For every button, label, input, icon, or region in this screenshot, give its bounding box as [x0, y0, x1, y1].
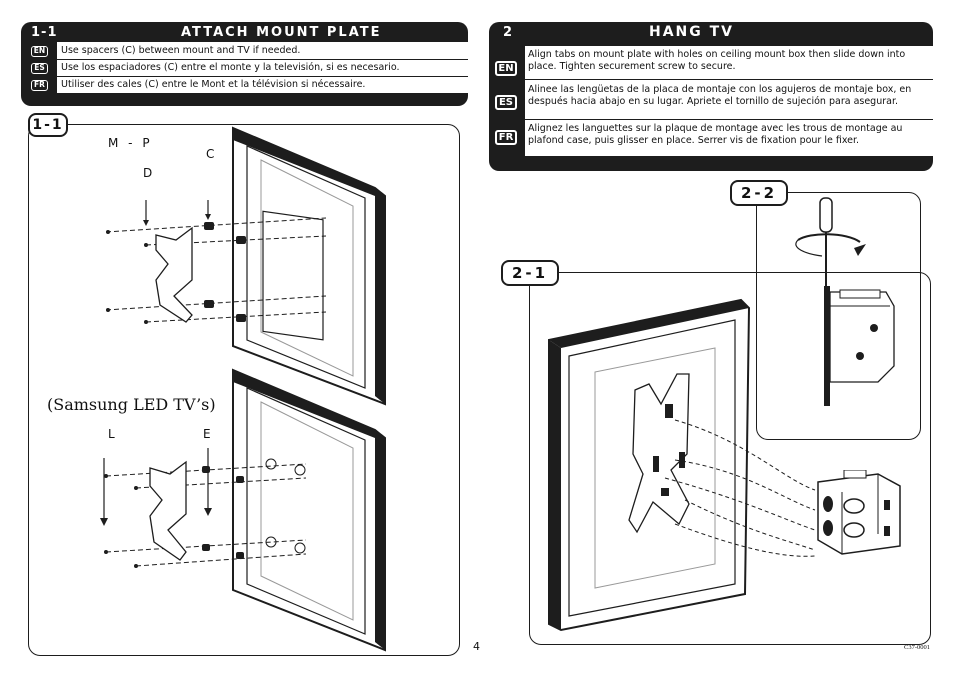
- figure-2-1-frame: [529, 272, 931, 645]
- lang-badge-en: EN: [31, 46, 48, 57]
- alignment-guide-lines: [664, 419, 816, 557]
- tv-back-illustration-top: [232, 126, 386, 406]
- label-d: D: [143, 166, 153, 180]
- ceiling-mount-box: [817, 470, 901, 555]
- lang-badge-fr: FR: [31, 80, 48, 91]
- page-number: 4: [473, 640, 480, 653]
- samsung-caption: (Samsung LED TV’s): [47, 395, 216, 414]
- instruction-text-es-2: Alinee las lengüetas de la placa de mont…: [528, 84, 912, 107]
- section-1-number: 1-1: [31, 25, 58, 40]
- figure-2-2-tag: 2-2: [730, 180, 788, 206]
- instruction-text-en-2: Align tabs on mount plate with holes on …: [528, 49, 906, 72]
- tv-hanging-illustration: [548, 298, 751, 632]
- section-1-title: ATTACH MOUNT PLATE: [181, 25, 382, 40]
- lang-badge-fr-2: FR: [495, 130, 517, 145]
- lang-badge-en-2: EN: [495, 61, 517, 76]
- lang-badge-es-2: ES: [495, 95, 517, 110]
- instruction-text-en: Use spacers (C) between mount and TV if …: [61, 45, 301, 56]
- tv-back-illustration-bottom: [232, 368, 386, 652]
- section-2-header: 2 HANG TV: [489, 22, 933, 44]
- screwdriver-detail: [795, 197, 895, 406]
- instruction-row-en-2: Align tabs on mount plate with holes on …: [525, 46, 933, 80]
- mount-plate-hardware-top: [105, 200, 327, 324]
- section-2-title: HANG TV: [649, 24, 735, 40]
- instruction-row-en: Use spacers (C) between mount and TV if …: [57, 42, 468, 60]
- instruction-text-fr: Utiliser des cales (C) entre le Mont et …: [61, 79, 366, 90]
- section-1-instructions: Use spacers (C) between mount and TV if …: [21, 42, 468, 106]
- label-l: L: [108, 427, 115, 441]
- instruction-row-es-2: Alinee las lengüetas de la placa de mont…: [525, 80, 933, 120]
- instruction-text-es: Use los espaciadores (C) entre el monte …: [61, 62, 400, 73]
- label-e: E: [203, 427, 211, 441]
- instruction-row-fr: Utiliser des cales (C) entre le Mont et …: [57, 77, 468, 94]
- document-code: C37-0001: [904, 644, 930, 651]
- figure-2-2-frame: [756, 192, 921, 440]
- figure-1-1-tag: 1-1: [28, 113, 68, 137]
- mount-plate-hardware-bottom: [100, 448, 307, 568]
- instruction-row-fr-2: Alignez les languettes sur la plaque de …: [525, 120, 933, 157]
- figure-2-1-tag: 2-1: [501, 260, 559, 286]
- lang-badge-es: ES: [31, 63, 48, 74]
- section-2-instructions: Align tabs on mount plate with holes on …: [489, 44, 933, 171]
- section-1-header: 1-1 ATTACH MOUNT PLATE: [21, 22, 468, 42]
- label-c: C: [206, 147, 215, 161]
- label-m-p: M - P: [108, 136, 153, 150]
- figure-1-1-frame: [28, 124, 460, 656]
- instruction-text-fr-2: Alignez les languettes sur la plaque de …: [528, 123, 903, 146]
- instruction-row-es: Use los espaciadores (C) entre el monte …: [57, 60, 468, 77]
- section-2-number: 2: [503, 25, 514, 40]
